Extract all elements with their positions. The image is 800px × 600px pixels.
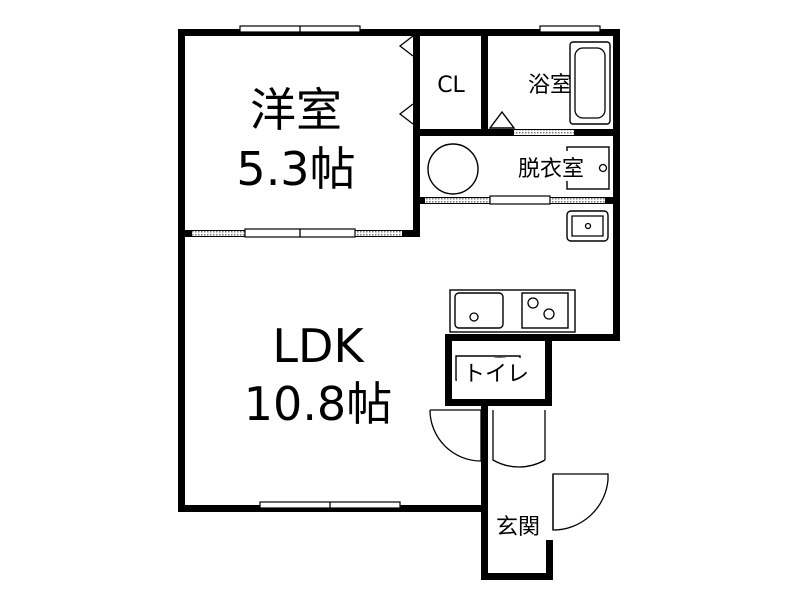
western-room-name: 洋室: [250, 83, 342, 137]
windows: [192, 25, 605, 509]
washing-machine: [427, 143, 479, 195]
dressing-room-name: 脱衣室: [518, 157, 584, 182]
room-labels: 洋室 5.3帖 CL 浴室 脱衣室 LDK 10.8帖 トイレ 玄関: [236, 73, 597, 540]
bathroom-name: 浴室: [528, 73, 572, 98]
doors: [398, 35, 609, 531]
bathtub: [569, 41, 611, 125]
toilet-name: トイレ: [463, 362, 529, 387]
hand-sink: [566, 210, 609, 242]
fixtures: [427, 41, 611, 381]
kitchen-sink: [454, 292, 504, 329]
ldk-name: LDK: [272, 319, 365, 373]
closet-name: CL: [437, 73, 465, 98]
western-room-size: 5.3帖: [236, 142, 355, 196]
ldk-size: 10.8帖: [244, 377, 392, 431]
entrance-name: 玄関: [496, 515, 540, 540]
